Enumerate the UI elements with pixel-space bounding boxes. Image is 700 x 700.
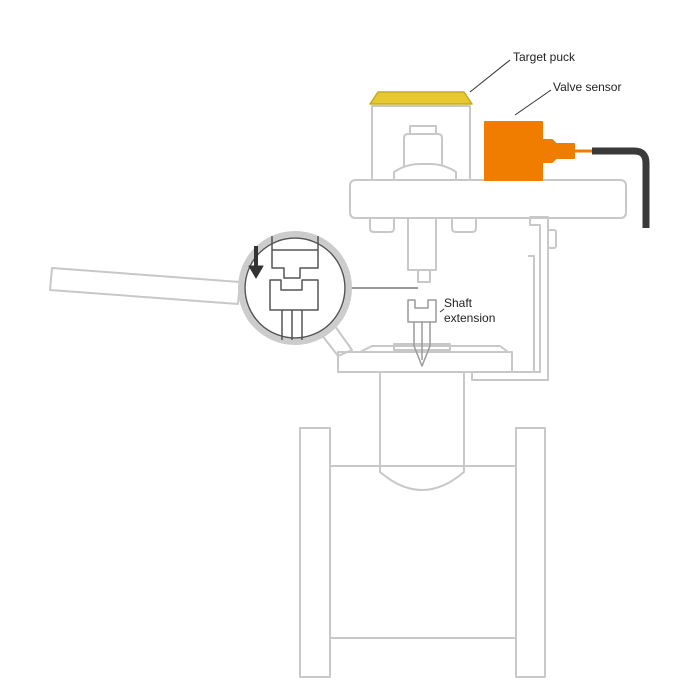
sensor-cable [592, 147, 650, 228]
valve-neck [379, 372, 465, 491]
valve-body [299, 427, 546, 678]
arrow-down-icon [248, 246, 264, 279]
upper-shaft [407, 218, 437, 283]
shaft-label-line2: extension [444, 311, 496, 325]
valve-sensor [484, 121, 594, 181]
target-puck-label: Target puck [513, 50, 576, 64]
leader-lines [344, 59, 552, 313]
actuator-housing [371, 105, 471, 181]
shaft-extension-label: Shaft extension [444, 296, 495, 326]
shaft-label-line1: Shaft [444, 296, 473, 310]
mounting-bracket [471, 216, 557, 381]
magnifier-detail [238, 231, 352, 345]
sensor-mount-plate [349, 179, 627, 233]
target-puck [369, 91, 473, 105]
shaft-extension [407, 299, 437, 367]
valve-sensor-label: Valve sensor [553, 80, 622, 94]
